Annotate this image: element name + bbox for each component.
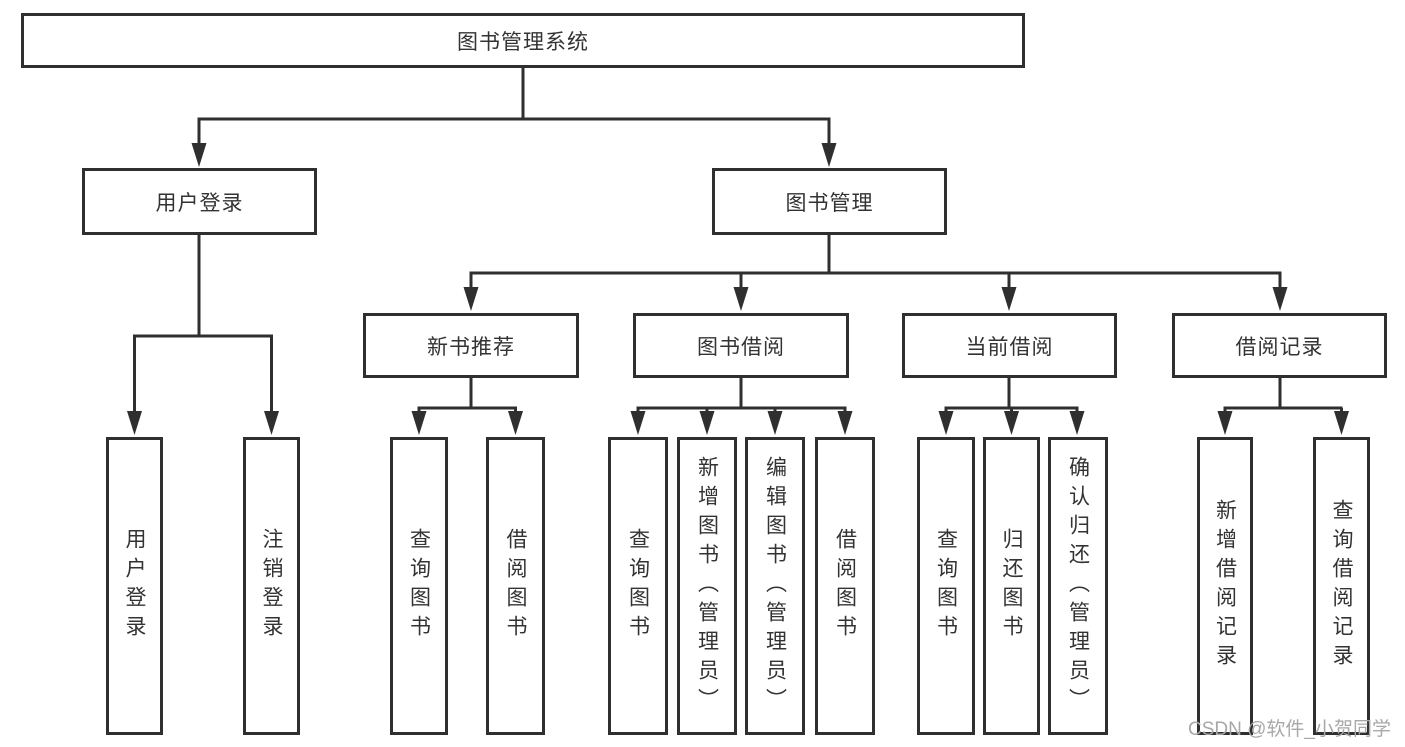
leaf-current-return-books: 归还图书 [983, 437, 1040, 735]
leaf-user-login: 用户登录 [106, 437, 163, 735]
leaf-user-login-label: 用户登录 [123, 528, 146, 644]
node-new-book-recommend: 新书推荐 [363, 313, 579, 378]
node-user-login-group: 用户登录 [82, 168, 317, 235]
leaf-borrow-borrow-books: 借阅图书 [815, 437, 875, 735]
leaf-borrow-edit-books-admin: 编辑图书（管理员） [745, 437, 805, 735]
leaf-records-add-record: 新增借阅记录 [1197, 437, 1253, 735]
leaf-newbook-borrow-books: 借阅图书 [486, 437, 545, 735]
node-book-management-label: 图书管理 [785, 191, 874, 215]
node-root-label: 图书管理系统 [457, 30, 589, 54]
node-book-borrow-label: 图书借阅 [697, 335, 785, 359]
node-user-login-group-label: 用户登录 [155, 191, 244, 215]
leaf-current-query-books: 查询图书 [917, 437, 975, 735]
leaf-records-query-record: 查询借阅记录 [1313, 437, 1370, 735]
node-new-book-recommend-label: 新书推荐 [427, 335, 515, 359]
node-borrow-records: 借阅记录 [1172, 313, 1387, 378]
leaf-current-confirm-return-admin-label: 确认归还（管理员） [1066, 455, 1090, 717]
leaf-logout-label: 注销登录 [260, 528, 283, 644]
node-root: 图书管理系统 [21, 13, 1025, 68]
leaf-newbook-query-books: 查询图书 [390, 437, 448, 735]
node-book-management: 图书管理 [712, 168, 947, 235]
node-borrow-records-label: 借阅记录 [1235, 335, 1324, 359]
leaf-current-return-books-label: 归还图书 [1000, 528, 1023, 644]
leaf-borrow-borrow-books-label: 借阅图书 [833, 528, 857, 644]
watermark-text: CSDN @软件_小贺同学 [1188, 719, 1391, 740]
node-book-borrow: 图书借阅 [633, 313, 849, 378]
node-current-borrow: 当前借阅 [902, 313, 1117, 378]
leaf-borrow-add-books-admin: 新增图书（管理员） [677, 437, 737, 735]
leaf-current-query-books-label: 查询图书 [934, 528, 958, 644]
leaf-borrow-query-books-label: 查询图书 [626, 528, 650, 644]
leaf-logout: 注销登录 [243, 437, 300, 735]
leaf-borrow-add-books-admin-label: 新增图书（管理员） [695, 455, 719, 717]
node-current-borrow-label: 当前借阅 [965, 335, 1054, 359]
leaf-current-confirm-return-admin: 确认归还（管理员） [1048, 437, 1108, 735]
leaf-borrow-edit-books-admin-label: 编辑图书（管理员） [763, 455, 787, 717]
leaf-records-add-record-label: 新增借阅记录 [1213, 499, 1237, 673]
leaf-newbook-borrow-books-label: 借阅图书 [504, 528, 527, 644]
leaf-borrow-query-books: 查询图书 [608, 437, 668, 735]
leaf-records-query-record-label: 查询借阅记录 [1330, 499, 1353, 673]
leaf-newbook-query-books-label: 查询图书 [407, 528, 431, 644]
